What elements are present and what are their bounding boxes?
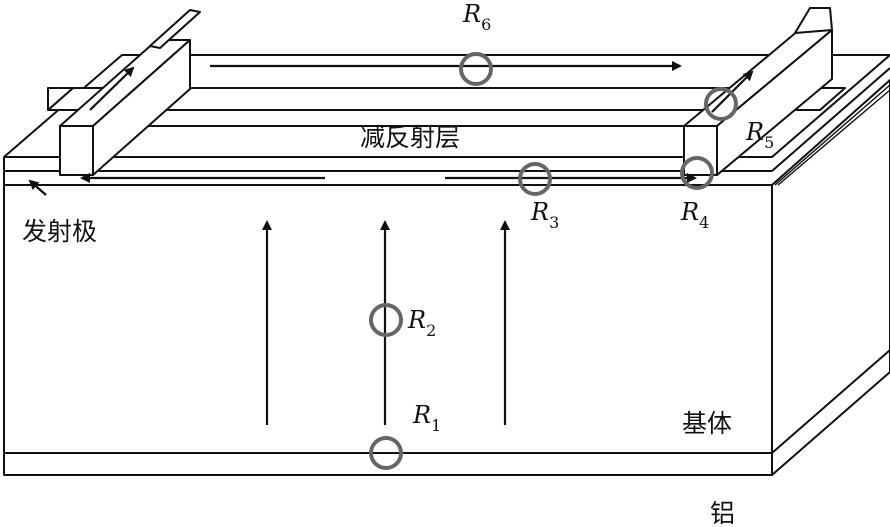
grid-finger-left: [59, 39, 191, 176]
busbar: [47, 87, 846, 111]
resistance-marker-r5: [704, 87, 738, 121]
label-substrate: 基体: [682, 409, 732, 438]
label-r4: R4: [680, 198, 709, 232]
resistance-marker-r1: [369, 436, 403, 470]
resistance-marker-r6: [459, 52, 493, 86]
label-r2: R2: [407, 306, 436, 340]
label-r6: R6: [462, 0, 491, 34]
label-r1: R1: [412, 401, 441, 435]
label-r3: R3: [530, 198, 559, 232]
resistance-marker-r3: [518, 162, 552, 196]
current-arrow-finger-left: [89, 66, 135, 111]
resistance-marker-r2: [369, 303, 403, 337]
label-aluminum: 铝: [710, 499, 735, 527]
label-r5: R5: [745, 118, 774, 152]
aluminum-layer: [4, 349, 890, 454]
label-emitter: 发射极: [22, 217, 97, 246]
substrate-block: [3, 79, 890, 476]
emitter-pointer-arrow: [28, 179, 47, 196]
label-anti-reflection-layer: 减反射层: [360, 123, 460, 152]
resistance-marker-r4: [680, 156, 714, 190]
